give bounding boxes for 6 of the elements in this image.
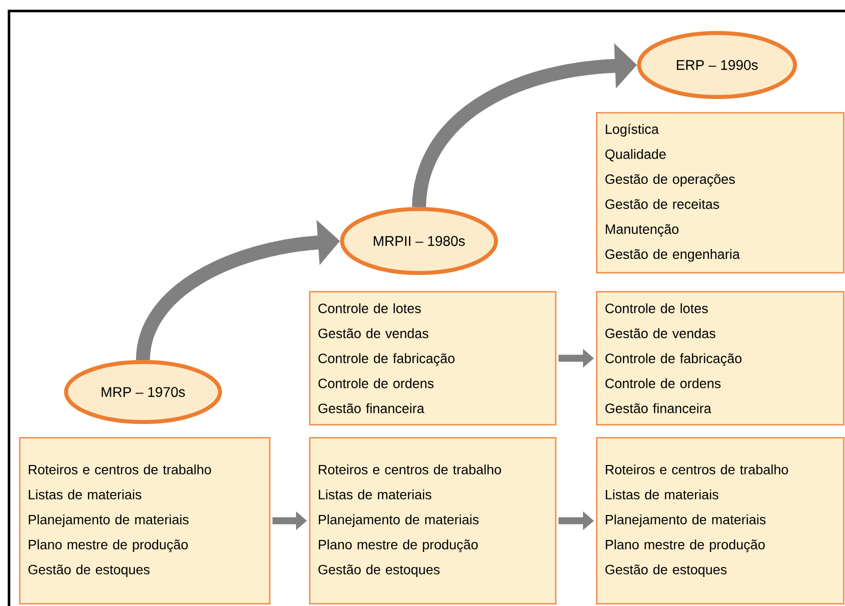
module-list-box: Roteiros e centros de trabalho Listas de materiais Planejamento de materiais Plano mestre de produção Gestão de estoques [309, 437, 556, 604]
module-list-box: Roteiros e centros de trabalho Listas de materiais Planejamento de materiais Plano mestre de produção Gestão de estoques [19, 437, 270, 604]
module-list-box: Controle de lotes Gestão de vendas Controle de fabricação Controle de ordens Gestão financeira [596, 291, 844, 426]
module-list-box: Controle de lotes Gestão de vendas Controle de fabricação Controle de ordens Gestão financeira [309, 291, 556, 426]
module-list-box: Roteiros e centros de trabalho Listas de materiais Planejamento de materiais Plano mestre de produção Gestão de estoques [596, 437, 844, 604]
module-list-box: Logística Qualidade Gestão de operações Gestão de receitas Manutenção Gestão de engenharia [596, 112, 844, 274]
